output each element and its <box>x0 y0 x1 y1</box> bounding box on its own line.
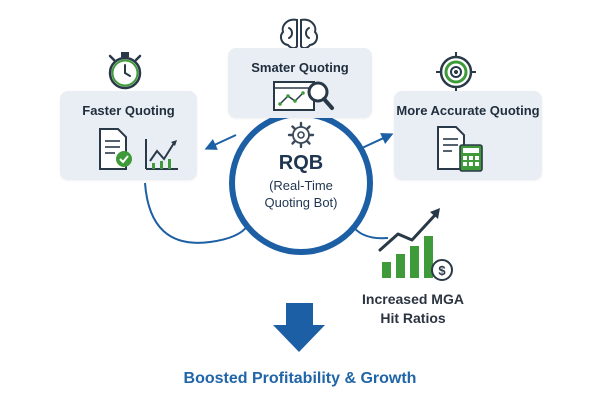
card-smarter-quoting: Smater Quoting <box>228 48 372 118</box>
hub-title: RQB <box>278 152 324 174</box>
growth-label-line1: Increased MGA <box>362 291 464 307</box>
magnifier-chart-icon <box>273 81 334 111</box>
arrow-to-accurate <box>361 133 394 149</box>
card-more-accurate-quoting: More Accurate Quoting <box>394 91 542 180</box>
card-title-smarter: Smater Quoting <box>251 60 349 75</box>
growth-bars-icon <box>378 208 440 278</box>
right-arc <box>351 224 389 240</box>
hub-subtitle-line2: Quoting Bot) <box>264 195 338 210</box>
growth-label-line2: Hit Ratios <box>380 310 446 326</box>
document-check-icon <box>99 128 132 170</box>
brain-icon <box>279 18 319 50</box>
target-icon <box>436 52 476 92</box>
dollar-coin-icon: $ <box>431 259 453 281</box>
left-arc <box>144 182 249 244</box>
card-title-accurate: More Accurate Quoting <box>396 103 540 118</box>
down-arrow-icon <box>273 303 325 352</box>
calculator-document-icon <box>437 126 483 172</box>
boosted-profitability-label: Boosted Profitability & Growth <box>183 370 417 387</box>
line-chart-icon <box>145 139 178 170</box>
gear-icon <box>287 121 315 149</box>
hub-subtitle-line1: (Real-Time <box>269 178 333 193</box>
stopwatch-icon <box>108 52 142 90</box>
card-title-faster: Faster Quoting <box>82 103 175 118</box>
svg-text:$: $ <box>438 263 446 278</box>
arrow-to-faster <box>204 134 237 150</box>
card-faster-quoting: Faster Quoting <box>60 91 197 180</box>
